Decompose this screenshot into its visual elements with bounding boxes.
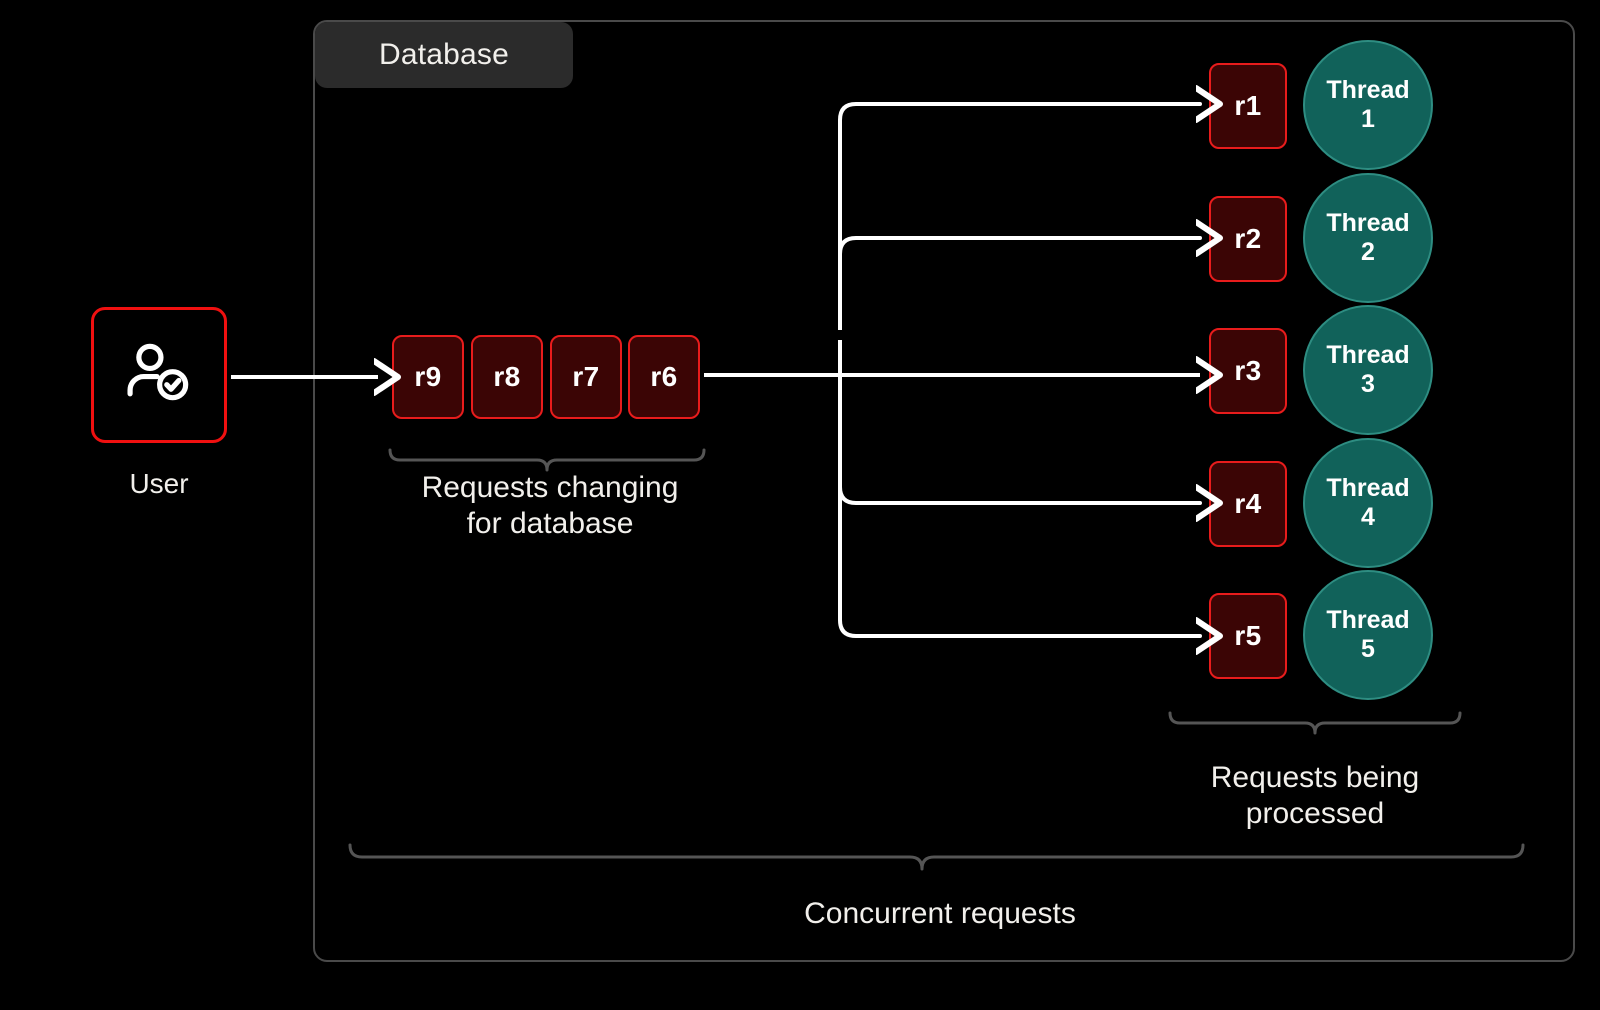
- queue-request-r9[interactable]: r9: [392, 335, 464, 419]
- queue-caption-line2: for database: [466, 507, 634, 540]
- thread-title-3: Thread: [1326, 340, 1410, 369]
- user-node[interactable]: [91, 307, 227, 443]
- thread-request-r5[interactable]: r5: [1209, 593, 1287, 679]
- thread-number-5: 5: [1361, 635, 1375, 663]
- thread-title-5: Thread: [1326, 605, 1410, 634]
- thread-request-r2[interactable]: r2: [1209, 196, 1287, 282]
- thread-node-5[interactable]: Thread 5: [1303, 570, 1433, 700]
- thread-request-r4[interactable]: r4: [1209, 461, 1287, 547]
- user-label: User: [129, 468, 189, 499]
- thread-number-2: 2: [1361, 238, 1375, 266]
- thread-title-4: Thread: [1326, 473, 1410, 502]
- thread-node-1[interactable]: Thread 1: [1303, 40, 1433, 170]
- queue-request-r8[interactable]: r8: [471, 335, 543, 419]
- thread-number-4: 4: [1361, 503, 1375, 531]
- user-check-icon: [120, 334, 198, 417]
- processing-caption-line1: Requests being: [1210, 761, 1420, 794]
- thread-title-2: Thread: [1326, 208, 1410, 237]
- queue-caption: Requests changing for database: [360, 470, 740, 542]
- processing-caption: Requests being processed: [1120, 760, 1510, 832]
- thread-request-r1[interactable]: r1: [1209, 63, 1287, 149]
- processing-caption-line2: processed: [1245, 797, 1385, 830]
- thread-node-3[interactable]: Thread 3: [1303, 305, 1433, 435]
- concurrent-caption: Concurrent requests: [804, 897, 1076, 930]
- thread-title-1: Thread: [1326, 75, 1410, 104]
- thread-request-r3[interactable]: r3: [1209, 328, 1287, 414]
- queue-caption-line1: Requests changing: [421, 471, 679, 504]
- database-container: [313, 20, 1575, 962]
- queue-request-r6[interactable]: r6: [628, 335, 700, 419]
- thread-number-1: 1: [1361, 105, 1375, 133]
- database-label: Database: [315, 22, 573, 88]
- thread-node-2[interactable]: Thread 2: [1303, 173, 1433, 303]
- thread-node-4[interactable]: Thread 4: [1303, 438, 1433, 568]
- queue-request-r7[interactable]: r7: [550, 335, 622, 419]
- thread-number-3: 3: [1361, 370, 1375, 398]
